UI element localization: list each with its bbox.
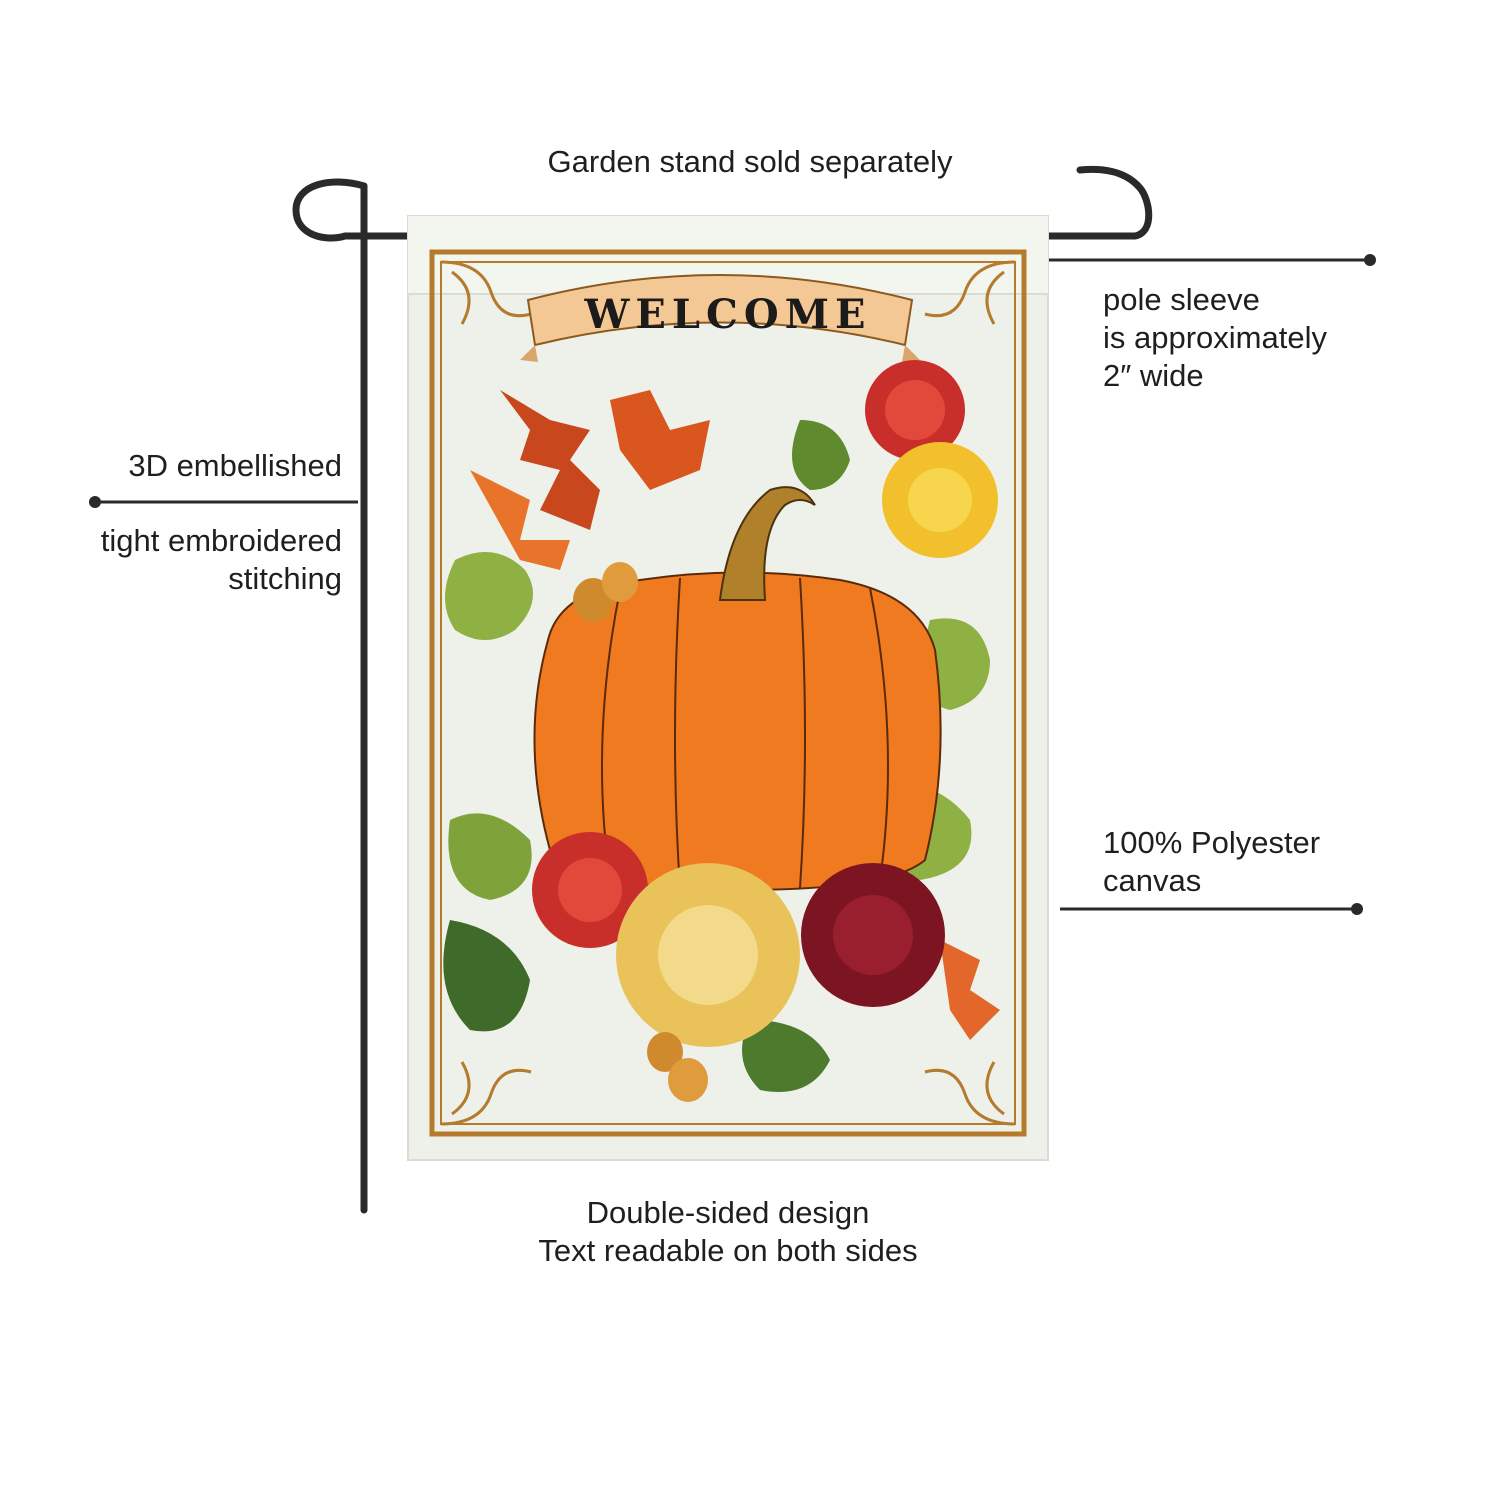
stand-callout: Garden stand sold separately bbox=[547, 144, 953, 179]
stitching-line-1: tight embroidered bbox=[100, 523, 342, 558]
acorns bbox=[573, 562, 708, 1102]
polyester-callout: 100% Polyester canvas bbox=[1103, 824, 1483, 900]
stitching-callout: tight embroidered stitching bbox=[20, 522, 342, 598]
embellished-callout: 3D embellished bbox=[128, 448, 342, 483]
pole-sleeve-line-1: pole sleeve bbox=[1103, 282, 1260, 317]
polyester-line-1: 100% Polyester bbox=[1103, 825, 1321, 860]
pole-sleeve-line-3: 2″ wide bbox=[1103, 358, 1204, 393]
welcome-text: WELCOME bbox=[584, 291, 872, 338]
double-sided-line-2: Text readable on both sides bbox=[538, 1233, 918, 1268]
foliage bbox=[443, 390, 1000, 1092]
polyester-line-2: canvas bbox=[1103, 863, 1202, 898]
pumpkin bbox=[533, 486, 942, 892]
callout-lines bbox=[95, 258, 1368, 911]
double-sided-line-1: Double-sided design bbox=[586, 1195, 870, 1230]
callout-dots bbox=[89, 254, 1376, 915]
pole-sleeve-callout: pole sleeve is approximately 2″ wide bbox=[1103, 281, 1483, 395]
pole-sleeve-line-2: is approximately bbox=[1103, 320, 1327, 355]
garden-flag: WELCOME bbox=[407, 215, 1049, 1161]
ornamental-frame bbox=[429, 249, 1027, 1137]
flowers bbox=[532, 360, 998, 1047]
garden-stand bbox=[292, 165, 1153, 1214]
stitching-line-2: stitching bbox=[228, 561, 342, 596]
welcome-banner bbox=[520, 274, 920, 362]
double-sided-callout: Double-sided design Text readable on bot… bbox=[0, 1194, 1456, 1270]
